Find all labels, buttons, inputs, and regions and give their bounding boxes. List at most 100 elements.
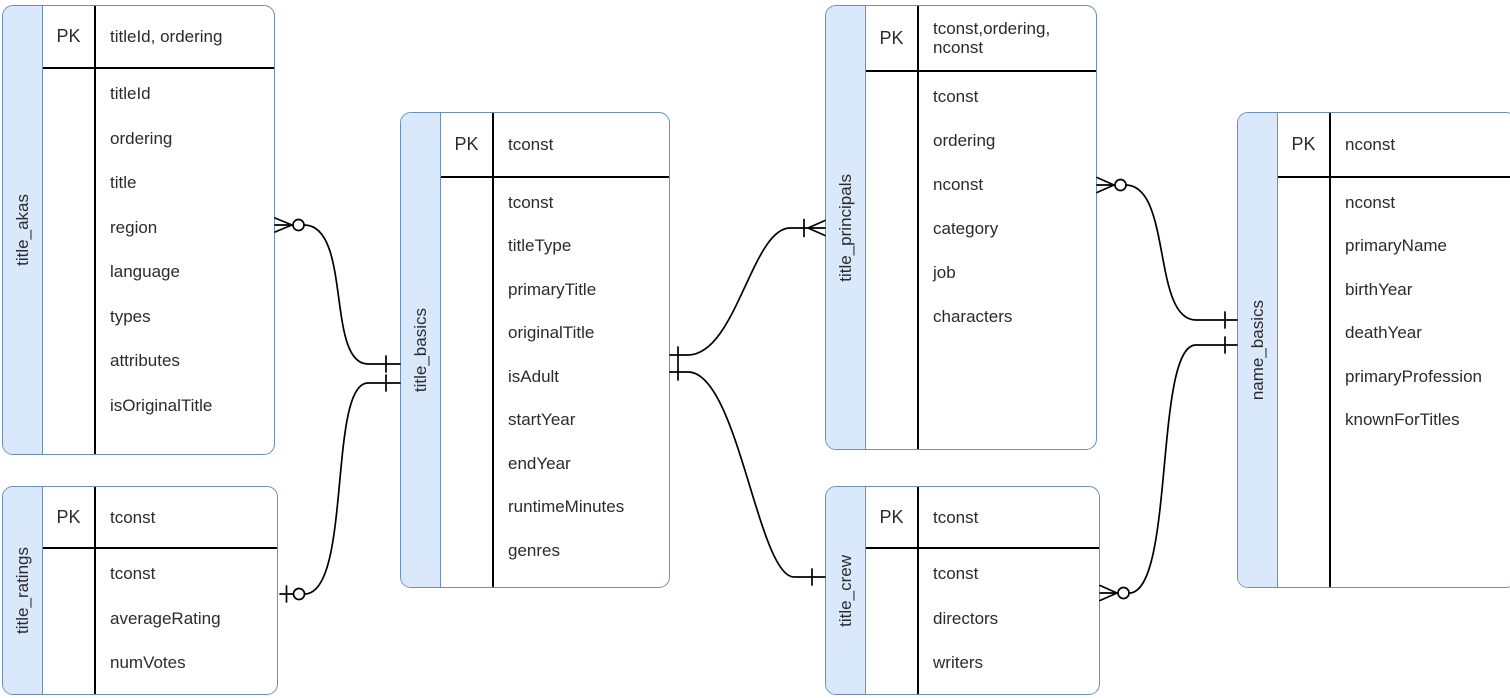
field-row: title [110, 173, 137, 193]
pk-header-row: PK tconst [43, 487, 277, 549]
field-row: tconst [508, 192, 554, 212]
field-row: nconst [1345, 192, 1396, 212]
pk-column-divider [866, 549, 919, 694]
table-name-label: name_basics [1247, 299, 1267, 401]
pk-header-row: PK titleId, ordering [43, 6, 274, 69]
field-row: primaryName [1345, 236, 1448, 256]
zero-circle-marker [292, 218, 305, 232]
table-name-label: title_crew [835, 554, 855, 627]
field-row: endYear [508, 453, 571, 473]
fields-list: tconst titleType primaryTitle originalTitle… [494, 178, 669, 587]
field-row: writers [933, 653, 984, 673]
table-name-band: title_crew [826, 487, 866, 694]
pk-header-row: PK tconst [441, 113, 669, 178]
field-row: knownForTitles [1345, 410, 1460, 430]
table-name-band: title_basics [401, 113, 441, 587]
pk-column-divider [866, 72, 919, 449]
field-row: birthYear [1345, 279, 1413, 299]
crow-foot-many-marker [807, 219, 826, 237]
pk-header-row: PK tconst,ordering, nconst [866, 6, 1096, 72]
pk-fields: tconst [110, 507, 156, 527]
connector-title-crew-name-basics [1099, 336, 1238, 602]
pk-fields: tconst,ordering, nconst [933, 19, 1051, 57]
field-row: isAdult [508, 366, 560, 386]
field-row: averageRating [110, 608, 221, 628]
pk-fields: tconst [508, 135, 554, 154]
field-row: attributes [110, 351, 180, 371]
field-row: primaryProfession [1345, 366, 1482, 386]
field-row: titleType [508, 236, 572, 256]
connector-title-ratings-title-basics [279, 374, 401, 603]
crow-foot-many-marker [1096, 176, 1115, 194]
crow-foot-many-marker [1099, 584, 1118, 602]
field-row: tconst [933, 564, 979, 584]
connector-line [303, 224, 401, 365]
pk-fields: titleId, ordering [110, 27, 223, 46]
table-name-label: title_basics [410, 307, 430, 393]
table-name-label: title_principals [835, 173, 855, 282]
pk-label: PK [866, 487, 919, 547]
connector-line [303, 382, 401, 595]
pk-header-row: PK tconst [866, 487, 1099, 549]
connector-title-principals-name-basics [1096, 176, 1238, 329]
field-row: region [110, 217, 158, 237]
table-name-basics: name_basics PK nconst nconst primaryName b… [1237, 112, 1510, 588]
field-row: directors [933, 608, 999, 628]
field-row: genres [508, 540, 560, 560]
connector-line [669, 227, 826, 356]
table-title-basics: title_basics PK tconst tconst titleType pr… [400, 112, 670, 588]
field-row: tconst [933, 87, 979, 106]
field-row: primaryTitle [508, 279, 597, 299]
pk-column-divider [1278, 178, 1331, 587]
zero-circle-marker [292, 587, 306, 601]
field-row: runtimeMinutes [508, 497, 625, 517]
table-name-band: title_ratings [3, 487, 43, 694]
table-name-band: title_akas [3, 6, 43, 454]
field-row: language [110, 262, 180, 282]
field-row: startYear [508, 410, 576, 430]
field-row: types [110, 306, 151, 326]
field-row: originalTitle [508, 323, 595, 343]
pk-column-divider [441, 178, 494, 587]
pk-label: PK [43, 6, 96, 67]
zero-circle-marker [1117, 586, 1130, 600]
field-row: nconst [933, 175, 984, 194]
zero-circle-marker [1114, 178, 1127, 192]
table-title-ratings: title_ratings PK tconst tconst averageRat… [2, 486, 278, 695]
pk-label: PK [866, 6, 919, 70]
pk-column-divider [43, 549, 96, 694]
pk-header-row: PK nconst [1278, 113, 1510, 178]
table-title-crew: title_crew PK tconst tconst directors writ… [825, 486, 1100, 695]
field-row: characters [933, 307, 1013, 326]
connector-title-akas-title-basics [274, 217, 401, 373]
pk-fields: tconst [933, 507, 979, 527]
field-row: isOriginalTitle [110, 395, 213, 415]
table-name-band: title_principals [826, 6, 866, 449]
fields-list: tconst averageRating numVotes [96, 549, 277, 694]
field-row: ordering [110, 128, 173, 148]
connector-title-basics-title-crew [669, 363, 826, 586]
table-name-label: title_akas [12, 194, 32, 266]
connector-line [669, 371, 826, 578]
crow-foot-many-marker [274, 217, 293, 233]
field-row: ordering [933, 131, 996, 150]
pk-label: PK [43, 487, 96, 547]
pk-column-divider [43, 69, 96, 454]
fields-list: tconst directors writers [919, 549, 1099, 694]
pk-label: PK [1278, 113, 1331, 176]
pk-fields: nconst [1345, 135, 1396, 154]
table-name-band: name_basics [1238, 113, 1278, 587]
pk-label: PK [441, 113, 494, 176]
field-row: tconst [110, 564, 156, 584]
field-row: deathYear [1345, 323, 1422, 343]
fields-list: nconst primaryName birthYear deathYear prima… [1331, 178, 1510, 587]
connector-line [1125, 184, 1238, 321]
field-row: job [933, 263, 956, 282]
field-row: numVotes [110, 653, 186, 673]
connector-line [1128, 344, 1238, 594]
connector-title-basics-title-principals [669, 218, 826, 364]
table-name-label: title_ratings [12, 547, 32, 634]
